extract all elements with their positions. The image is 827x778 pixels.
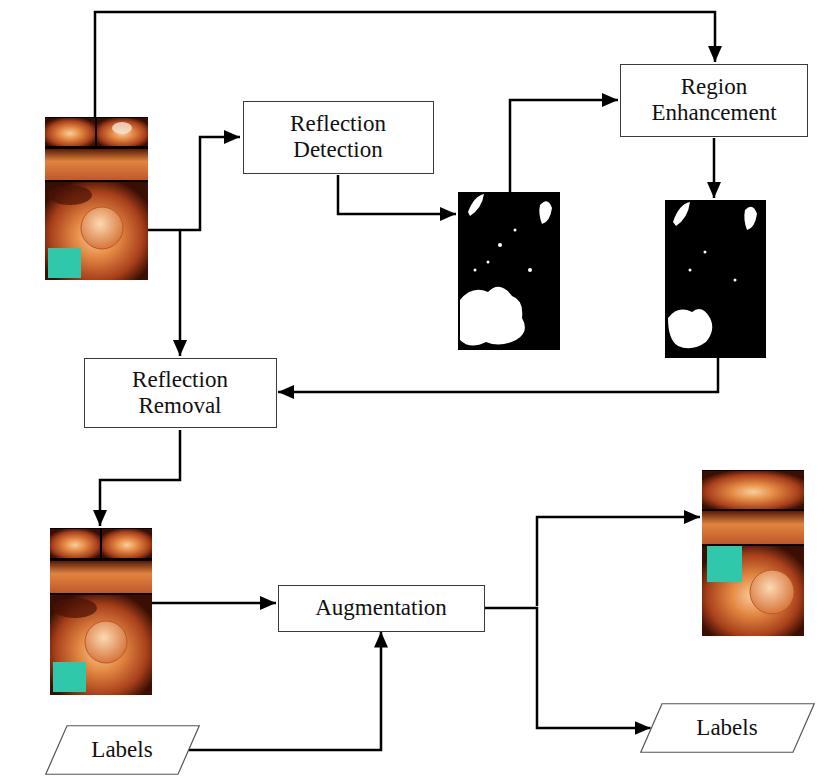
cleaned-image bbox=[50, 528, 152, 695]
enhanced-mask bbox=[665, 200, 766, 358]
node-label: Reflection Detection bbox=[254, 111, 423, 164]
flow-connector bbox=[485, 608, 651, 728]
input-image bbox=[45, 117, 148, 280]
augmented-image bbox=[702, 470, 804, 636]
flow-connector bbox=[189, 632, 382, 751]
process-box: Reflection Detection bbox=[243, 101, 434, 174]
process-box: Region Enhancement bbox=[620, 64, 808, 137]
node-label: Labels bbox=[91, 737, 152, 763]
node-label: Labels bbox=[696, 715, 757, 741]
data-parallelogram: Labels bbox=[640, 703, 815, 753]
node-label: Reflection Removal bbox=[95, 367, 266, 420]
process-box: Augmentation bbox=[278, 585, 485, 632]
node-label: Region Enhancement bbox=[631, 74, 797, 127]
process-box: Reflection Removal bbox=[84, 358, 277, 428]
data-parallelogram: Labels bbox=[45, 725, 200, 775]
node-label: Augmentation bbox=[315, 595, 447, 621]
reflection-mask bbox=[458, 192, 560, 350]
